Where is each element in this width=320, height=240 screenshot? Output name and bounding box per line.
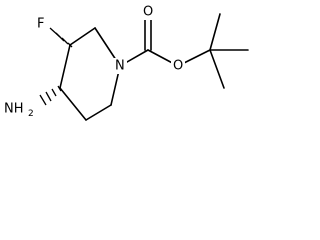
hashed-bond-c4-nh2 [39,85,62,106]
atom-carbonyl-oxygen: O [143,5,153,20]
bond-cq-ch3-bottom [209,49,225,89]
bond-c5-c4 [59,87,87,121]
bond-c4-c3 [59,44,71,89]
atom-amine-subscript: 2 [28,109,34,119]
hashed-bond-c3-f [49,27,73,48]
bond-c3-c2 [69,27,96,46]
atom-ester-oxygen: O [173,59,183,74]
bond-cq-ch3-top [209,13,221,51]
atom-amine: NH [4,102,24,117]
bond-c6-c5 [85,104,112,121]
molecule-diagram: F N O O NH 2 [3,4,249,121]
atom-ring-nitrogen: N [115,59,125,74]
atom-fluorine: F [37,17,44,32]
